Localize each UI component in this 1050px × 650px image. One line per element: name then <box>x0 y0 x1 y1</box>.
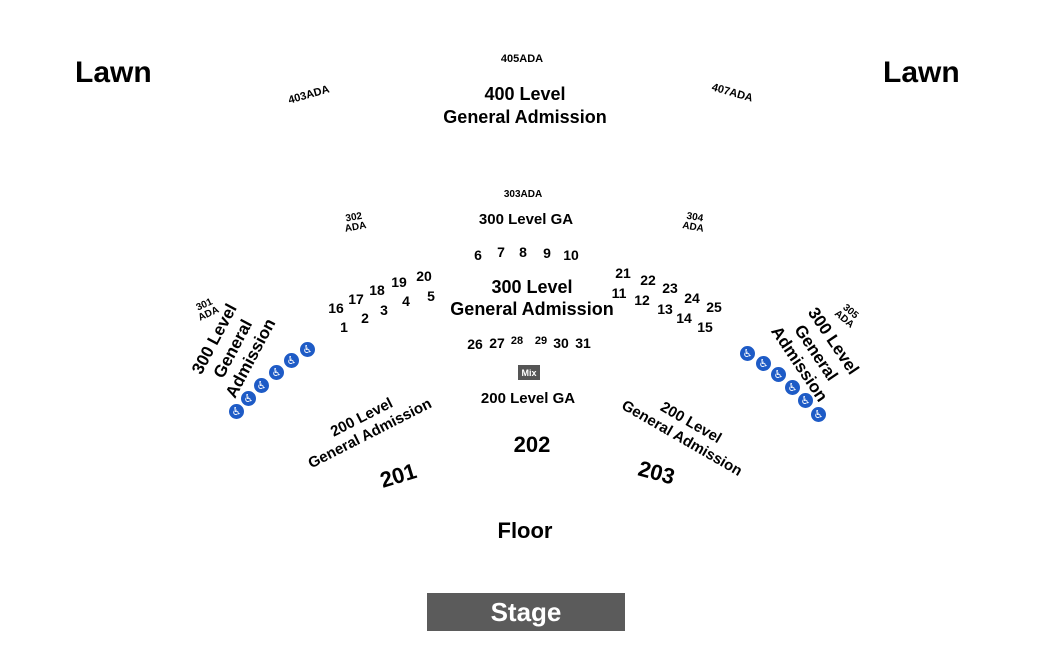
wheelchair-icon[interactable]: ♿ <box>241 391 256 406</box>
section-28[interactable]: 28 <box>510 335 524 347</box>
level-300-center-line2: General Admission <box>450 298 614 319</box>
section-403ada[interactable]: 403ADA <box>287 83 331 107</box>
level-300-ga-label[interactable]: 300 Level GA <box>478 211 574 228</box>
section-304-ada: ADA <box>681 220 705 235</box>
section-13[interactable]: 13 <box>657 301 673 317</box>
section-23[interactable]: 23 <box>662 280 678 296</box>
section-304ada[interactable]: 304 ADA <box>681 211 706 235</box>
section-17[interactable]: 17 <box>348 291 364 307</box>
level-300-center-line1: 300 Level <box>491 277 573 297</box>
wheelchair-icon[interactable]: ♿ <box>811 407 826 422</box>
section-8[interactable]: 8 <box>519 244 527 260</box>
wheelchair-icon[interactable]: ♿ <box>771 367 786 382</box>
section-26[interactable]: 26 <box>467 336 483 352</box>
section-29[interactable]: 29 <box>534 335 548 347</box>
mix-position: Mix <box>518 365 540 380</box>
floor-section[interactable]: Floor <box>497 518 553 543</box>
section-2[interactable]: 2 <box>361 310 369 326</box>
section-202[interactable]: 202 <box>513 432 551 457</box>
section-302ada[interactable]: 302 ADA <box>342 211 368 235</box>
section-21[interactable]: 21 <box>615 265 631 281</box>
wheelchair-icon[interactable]: ♿ <box>229 404 244 419</box>
section-11[interactable]: 11 <box>611 285 627 301</box>
level-200-left-ga[interactable]: 200 Level General Admission <box>297 379 435 473</box>
section-27[interactable]: 27 <box>489 335 505 351</box>
wheelchair-icon[interactable]: ♿ <box>740 346 755 361</box>
wheelchair-icon[interactable]: ♿ <box>300 342 315 357</box>
wheelchair-icon[interactable]: ♿ <box>254 378 269 393</box>
wheelchair-icon[interactable]: ♿ <box>284 353 299 368</box>
section-303ada[interactable]: 303ADA <box>503 189 543 200</box>
section-20[interactable]: 20 <box>416 268 432 284</box>
lawn-right[interactable]: Lawn <box>883 56 960 89</box>
section-10[interactable]: 10 <box>563 247 579 263</box>
wheelchair-icon[interactable]: ♿ <box>798 393 813 408</box>
section-7[interactable]: 7 <box>497 244 505 260</box>
section-203[interactable]: 203 <box>635 455 678 490</box>
level-400-line1: 400 Level <box>484 84 566 104</box>
section-1[interactable]: 1 <box>340 319 348 335</box>
section-305ada[interactable]: 305 ADA <box>832 301 861 330</box>
section-12[interactable]: 12 <box>634 292 650 308</box>
section-407ada[interactable]: 407ADA <box>710 81 755 105</box>
section-25[interactable]: 25 <box>706 299 722 315</box>
wheelchair-icon[interactable]: ♿ <box>785 380 800 395</box>
section-30[interactable]: 30 <box>553 335 569 351</box>
level-300-center-ga[interactable]: 300 Level General Admission <box>450 277 613 320</box>
section-6[interactable]: 6 <box>474 247 482 263</box>
level-200-ga-label[interactable]: 200 Level GA <box>480 390 576 407</box>
section-302-ada: ADA <box>343 220 368 235</box>
stage: Stage <box>427 593 625 631</box>
section-405ada[interactable]: 405ADA <box>500 53 544 65</box>
section-19[interactable]: 19 <box>391 274 407 290</box>
level-400-ga[interactable]: 400 Level General Admission <box>443 83 606 128</box>
lawn-left[interactable]: Lawn <box>75 56 152 89</box>
section-201[interactable]: 201 <box>377 458 420 493</box>
section-31[interactable]: 31 <box>575 335 591 351</box>
section-4[interactable]: 4 <box>402 293 410 309</box>
section-5[interactable]: 5 <box>427 288 435 304</box>
section-15[interactable]: 15 <box>697 319 713 335</box>
section-9[interactable]: 9 <box>543 245 551 261</box>
section-24[interactable]: 24 <box>684 290 700 306</box>
wheelchair-icon[interactable]: ♿ <box>756 356 771 371</box>
section-3[interactable]: 3 <box>380 302 388 318</box>
wheelchair-icon[interactable]: ♿ <box>269 365 284 380</box>
section-16[interactable]: 16 <box>328 300 344 316</box>
level-400-line2: General Admission <box>443 106 607 127</box>
section-14[interactable]: 14 <box>676 310 692 326</box>
section-22[interactable]: 22 <box>640 272 656 288</box>
section-18[interactable]: 18 <box>369 282 385 298</box>
